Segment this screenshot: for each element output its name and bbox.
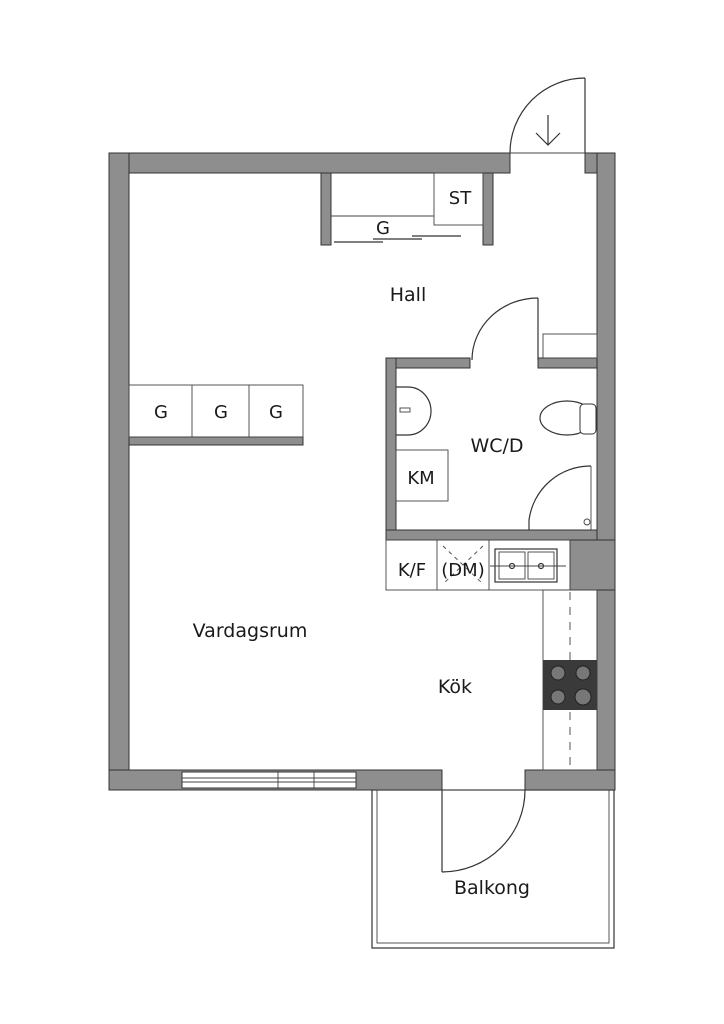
room-label-living: Vardagsrum bbox=[193, 620, 308, 642]
closet-label: G bbox=[269, 402, 283, 423]
shower-icon bbox=[528, 465, 592, 530]
balcony-door[interactable] bbox=[441, 789, 526, 873]
room-label-hall: Hall bbox=[390, 284, 427, 306]
storage-label: ST bbox=[449, 188, 472, 209]
fridge-label: K/F bbox=[398, 560, 426, 581]
wc-door[interactable] bbox=[471, 297, 539, 361]
hall-shelf bbox=[542, 333, 598, 359]
entry-door[interactable] bbox=[509, 77, 586, 154]
hall-closet: ST G bbox=[331, 172, 484, 243]
closet-label: G bbox=[214, 402, 228, 423]
kitchen-sink-icon bbox=[490, 548, 566, 583]
kitchen-counter: K/F (DM) bbox=[385, 539, 598, 771]
hall-closet-label: G bbox=[376, 218, 390, 239]
room-label-kitchen: Kök bbox=[438, 676, 472, 698]
living-closets: G G G bbox=[128, 384, 304, 438]
entry-arrow-icon bbox=[535, 115, 561, 146]
closet-label: G bbox=[154, 402, 168, 423]
sink-icon bbox=[396, 386, 432, 436]
dishwasher-label: (DM) bbox=[441, 560, 484, 581]
walls bbox=[108, 152, 616, 791]
window bbox=[181, 771, 357, 789]
stove-icon bbox=[543, 660, 597, 710]
washer-label: KM bbox=[407, 468, 434, 489]
room-label-wc: WC/D bbox=[470, 435, 523, 457]
balcony-outline bbox=[371, 789, 615, 949]
washer-box bbox=[395, 449, 449, 502]
wc-fixtures: KM bbox=[395, 386, 597, 530]
room-label-balcony: Balkong bbox=[454, 877, 530, 899]
